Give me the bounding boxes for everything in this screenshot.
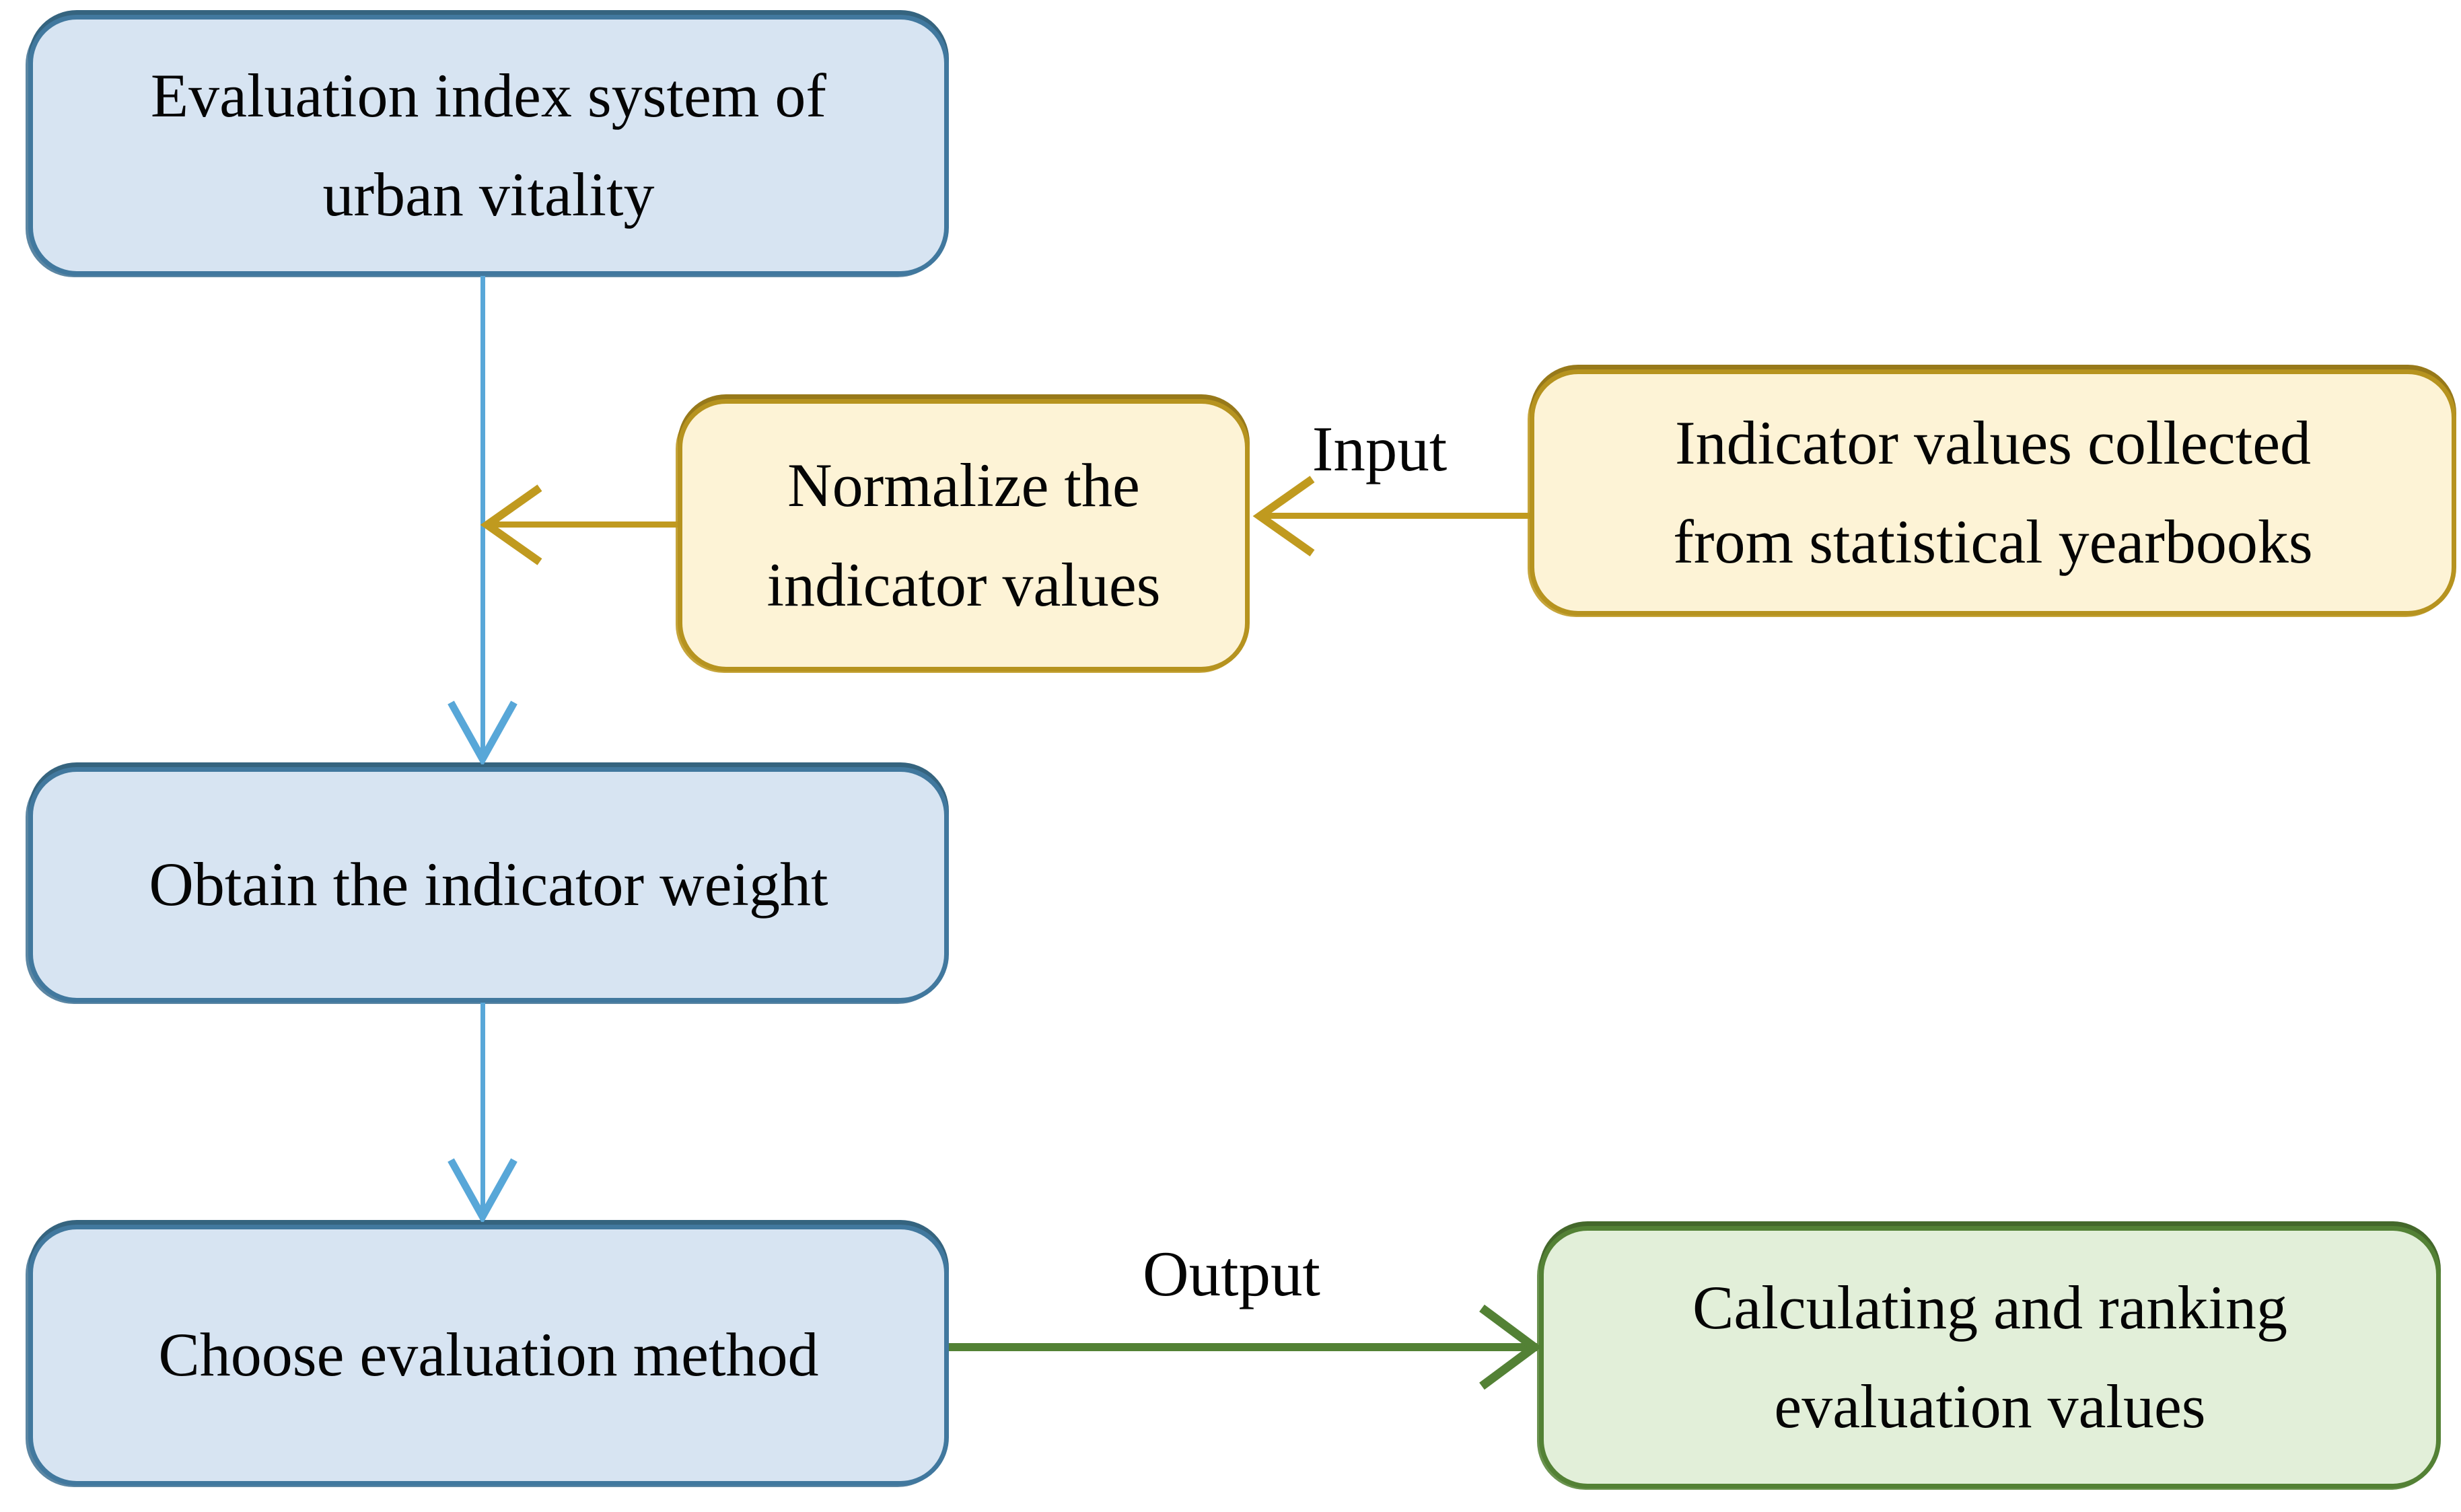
node-text-line: Normalize the (787, 451, 1140, 520)
input-label: Input (1312, 413, 1448, 484)
arrow-output (949, 1343, 1537, 1351)
node-text-line: Calculating and ranking (1692, 1272, 2287, 1342)
node-text-line: urban vitality (322, 160, 655, 229)
arrowhead-right-icon (1479, 1304, 1542, 1390)
node-normalize-indicator-values: Normalize the indicator values (678, 399, 1250, 672)
node-text-line: from statistical yearbooks (1673, 507, 2313, 576)
node-text-line: Obtain the indicator weight (149, 850, 828, 919)
node-text-line: Evaluation index system of (150, 61, 827, 130)
node-evaluation-index-system: Evaluation index system of urban vitalit… (28, 15, 949, 276)
node-obtain-indicator-weight: Obtain the indicator weight (28, 767, 949, 1003)
node-text-line: evaluation values (1774, 1372, 2206, 1441)
node-text-line: Choose evaluation method (158, 1320, 819, 1390)
node-choose-evaluation-method: Choose evaluation method (28, 1225, 949, 1486)
node-text-line: indicator values (766, 550, 1161, 619)
arrowhead-left-icon (480, 484, 542, 565)
node-calculating-ranking-values: Calculating and ranking evaluation value… (1539, 1226, 2441, 1488)
arrowhead-left-icon (1252, 476, 1315, 556)
arrow-weight-to-method (480, 1003, 485, 1219)
node-indicator-values-yearbooks: Indicator values collected from statisti… (1530, 369, 2456, 616)
output-label: Output (1143, 1238, 1320, 1309)
arrowhead-down-icon (448, 1158, 518, 1222)
arrow-input (1261, 513, 1530, 519)
arrowhead-down-icon (448, 700, 518, 764)
arrow-normalize-to-flow (489, 521, 678, 528)
arrow-evaluation-to-weight (480, 276, 485, 762)
node-text-line: Indicator values collected (1674, 408, 2312, 477)
